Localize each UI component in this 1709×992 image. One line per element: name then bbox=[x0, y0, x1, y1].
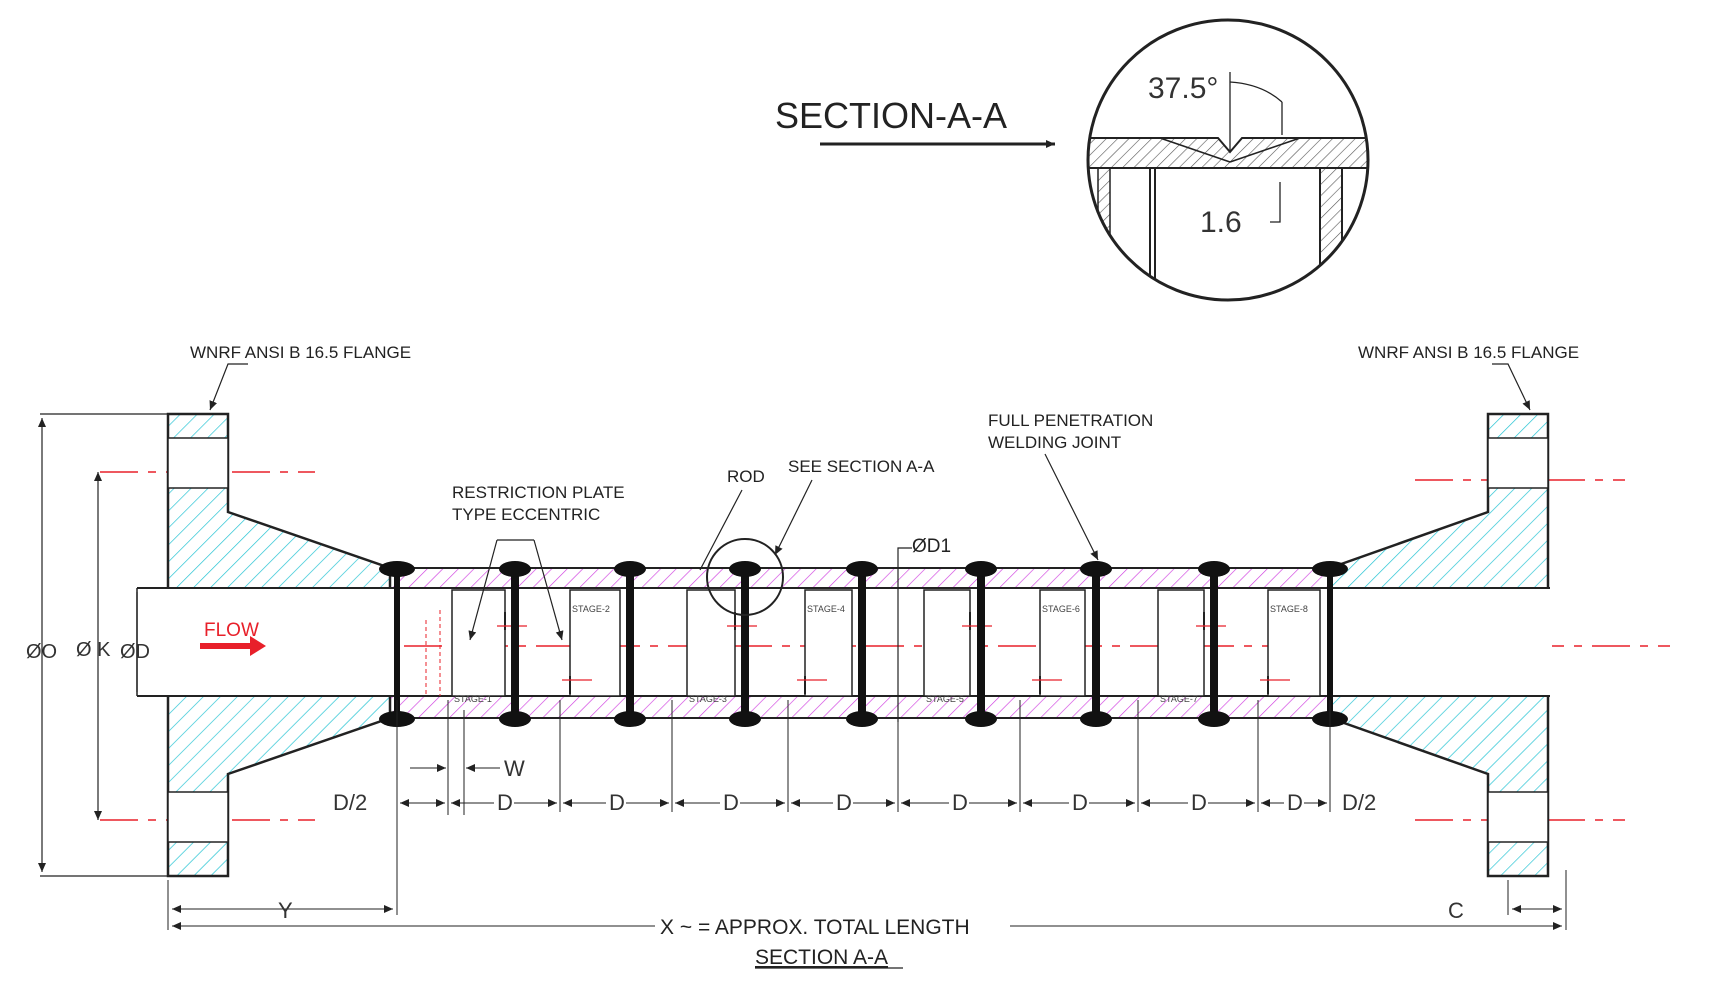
section-callout-title: SECTION-A-A bbox=[775, 95, 1007, 136]
half-spacing-label-left: D/2 bbox=[333, 790, 367, 815]
detail-angle-label: 37.5° bbox=[1148, 72, 1218, 105]
outer-diameter-label: ØO bbox=[26, 641, 57, 663]
spacing-label: D bbox=[609, 790, 625, 815]
total-length-label: X ~ = APPROX. TOTAL LENGTH bbox=[660, 916, 970, 939]
weld-joints bbox=[379, 561, 1348, 727]
bolt-circle-label: Ø K bbox=[76, 639, 111, 661]
weld-bead-top bbox=[1198, 561, 1230, 577]
welding-label-line2: WELDING JOINT bbox=[988, 433, 1121, 452]
chamber bbox=[923, 589, 971, 697]
stage-label: STAGE-3 bbox=[689, 694, 727, 704]
bore-diameter-label: ØD bbox=[120, 641, 150, 663]
chamber bbox=[1039, 589, 1086, 697]
spacing-dimensions: D/2 D D D D D D D D D/2 bbox=[333, 700, 1376, 815]
chamber bbox=[686, 589, 736, 697]
stage-label: STAGE-7 bbox=[1160, 694, 1198, 704]
w-label: W bbox=[504, 756, 525, 781]
stage-label: STAGE-8 bbox=[1270, 604, 1308, 614]
stage-label: STAGE-1 bbox=[454, 694, 492, 704]
weld-bead-top bbox=[379, 561, 415, 577]
flow-arrow-icon bbox=[250, 636, 266, 656]
w-dimension: W bbox=[410, 710, 525, 815]
flange-label-left: WNRF ANSI B 16.5 FLANGE bbox=[190, 343, 411, 362]
spacing-label: D bbox=[952, 790, 968, 815]
section-callout: SECTION-A-A 37.5° 1.6 bbox=[775, 18, 1370, 302]
restriction-plate-marks bbox=[425, 610, 453, 696]
inner-diameter-label: ØD1 bbox=[912, 536, 951, 557]
c-dimension-label: C bbox=[1448, 898, 1464, 923]
spacing-label: D bbox=[1287, 790, 1303, 815]
chamber bbox=[1157, 589, 1205, 697]
chamber bbox=[451, 589, 506, 697]
label-mask bbox=[1069, 790, 1089, 812]
half-spacing-label-right: D/2 bbox=[1342, 790, 1376, 815]
label-mask bbox=[494, 790, 514, 812]
welding-label-line1: FULL PENETRATION bbox=[988, 411, 1153, 430]
weld-bead-top bbox=[729, 561, 761, 577]
left-dimensions: ØO Ø K ØD bbox=[26, 413, 168, 877]
rod-label: ROD bbox=[727, 467, 765, 486]
weld-bead-bottom bbox=[614, 711, 646, 727]
label-mask bbox=[720, 790, 740, 812]
y-dimension-label: Y bbox=[278, 898, 293, 923]
stage-label: STAGE-5 bbox=[926, 694, 964, 704]
weld-bead-bottom bbox=[499, 711, 531, 727]
weld-bead-top bbox=[1312, 561, 1348, 577]
restriction-plate-label-line2: TYPE ECCENTRIC bbox=[452, 505, 600, 524]
label-mask bbox=[1284, 790, 1304, 812]
chamber bbox=[804, 589, 853, 697]
stage-label: STAGE-6 bbox=[1042, 604, 1080, 614]
spacing-label: D bbox=[1072, 790, 1088, 815]
detail-gap-label: 1.6 bbox=[1200, 206, 1242, 239]
stage-label: STAGE-2 bbox=[572, 604, 610, 614]
flange-label-right: WNRF ANSI B 16.5 FLANGE bbox=[1358, 343, 1579, 362]
left-flange bbox=[136, 412, 397, 878]
chamber bbox=[569, 589, 621, 697]
spacing-label: D bbox=[836, 790, 852, 815]
restriction-plate-label-line1: RESTRICTION PLATE bbox=[452, 483, 625, 502]
weld-bead-bottom bbox=[965, 711, 997, 727]
annotations: WNRF ANSI B 16.5 FLANGE WNRF ANSI B 16.5… bbox=[190, 343, 1579, 722]
overall-dimensions: Y C X ~ = APPROX. TOTAL LENGTH SECTION A… bbox=[167, 720, 1567, 969]
label-mask bbox=[1188, 790, 1208, 812]
spacing-label: D bbox=[497, 790, 513, 815]
weld-bead-top bbox=[1080, 561, 1112, 577]
weld-bead-top bbox=[846, 561, 878, 577]
weld-bead-top bbox=[614, 561, 646, 577]
stage-label: STAGE-4 bbox=[807, 604, 845, 614]
weld-bead-bottom bbox=[1080, 711, 1112, 727]
section-marker-circle bbox=[706, 538, 784, 616]
drawing-caption: SECTION A-A bbox=[755, 946, 888, 969]
flow-indicator: FLOW bbox=[200, 620, 266, 656]
spacing-label: D bbox=[723, 790, 739, 815]
label-mask bbox=[606, 790, 626, 812]
weld-bead-bottom bbox=[1198, 711, 1230, 727]
label-mask bbox=[833, 790, 853, 812]
flow-label: FLOW bbox=[204, 620, 259, 641]
label-mask bbox=[949, 790, 969, 812]
weld-bead-bottom bbox=[846, 711, 878, 727]
weld-bead-top bbox=[965, 561, 997, 577]
weld-bead-bottom bbox=[729, 711, 761, 727]
chamber bbox=[1267, 589, 1321, 697]
detail-circle bbox=[1086, 18, 1370, 302]
weld-bead-top bbox=[499, 561, 531, 577]
detail-view bbox=[1088, 72, 1368, 300]
see-section-label: SEE SECTION A-A bbox=[788, 457, 935, 476]
spacing-label: D bbox=[1191, 790, 1207, 815]
